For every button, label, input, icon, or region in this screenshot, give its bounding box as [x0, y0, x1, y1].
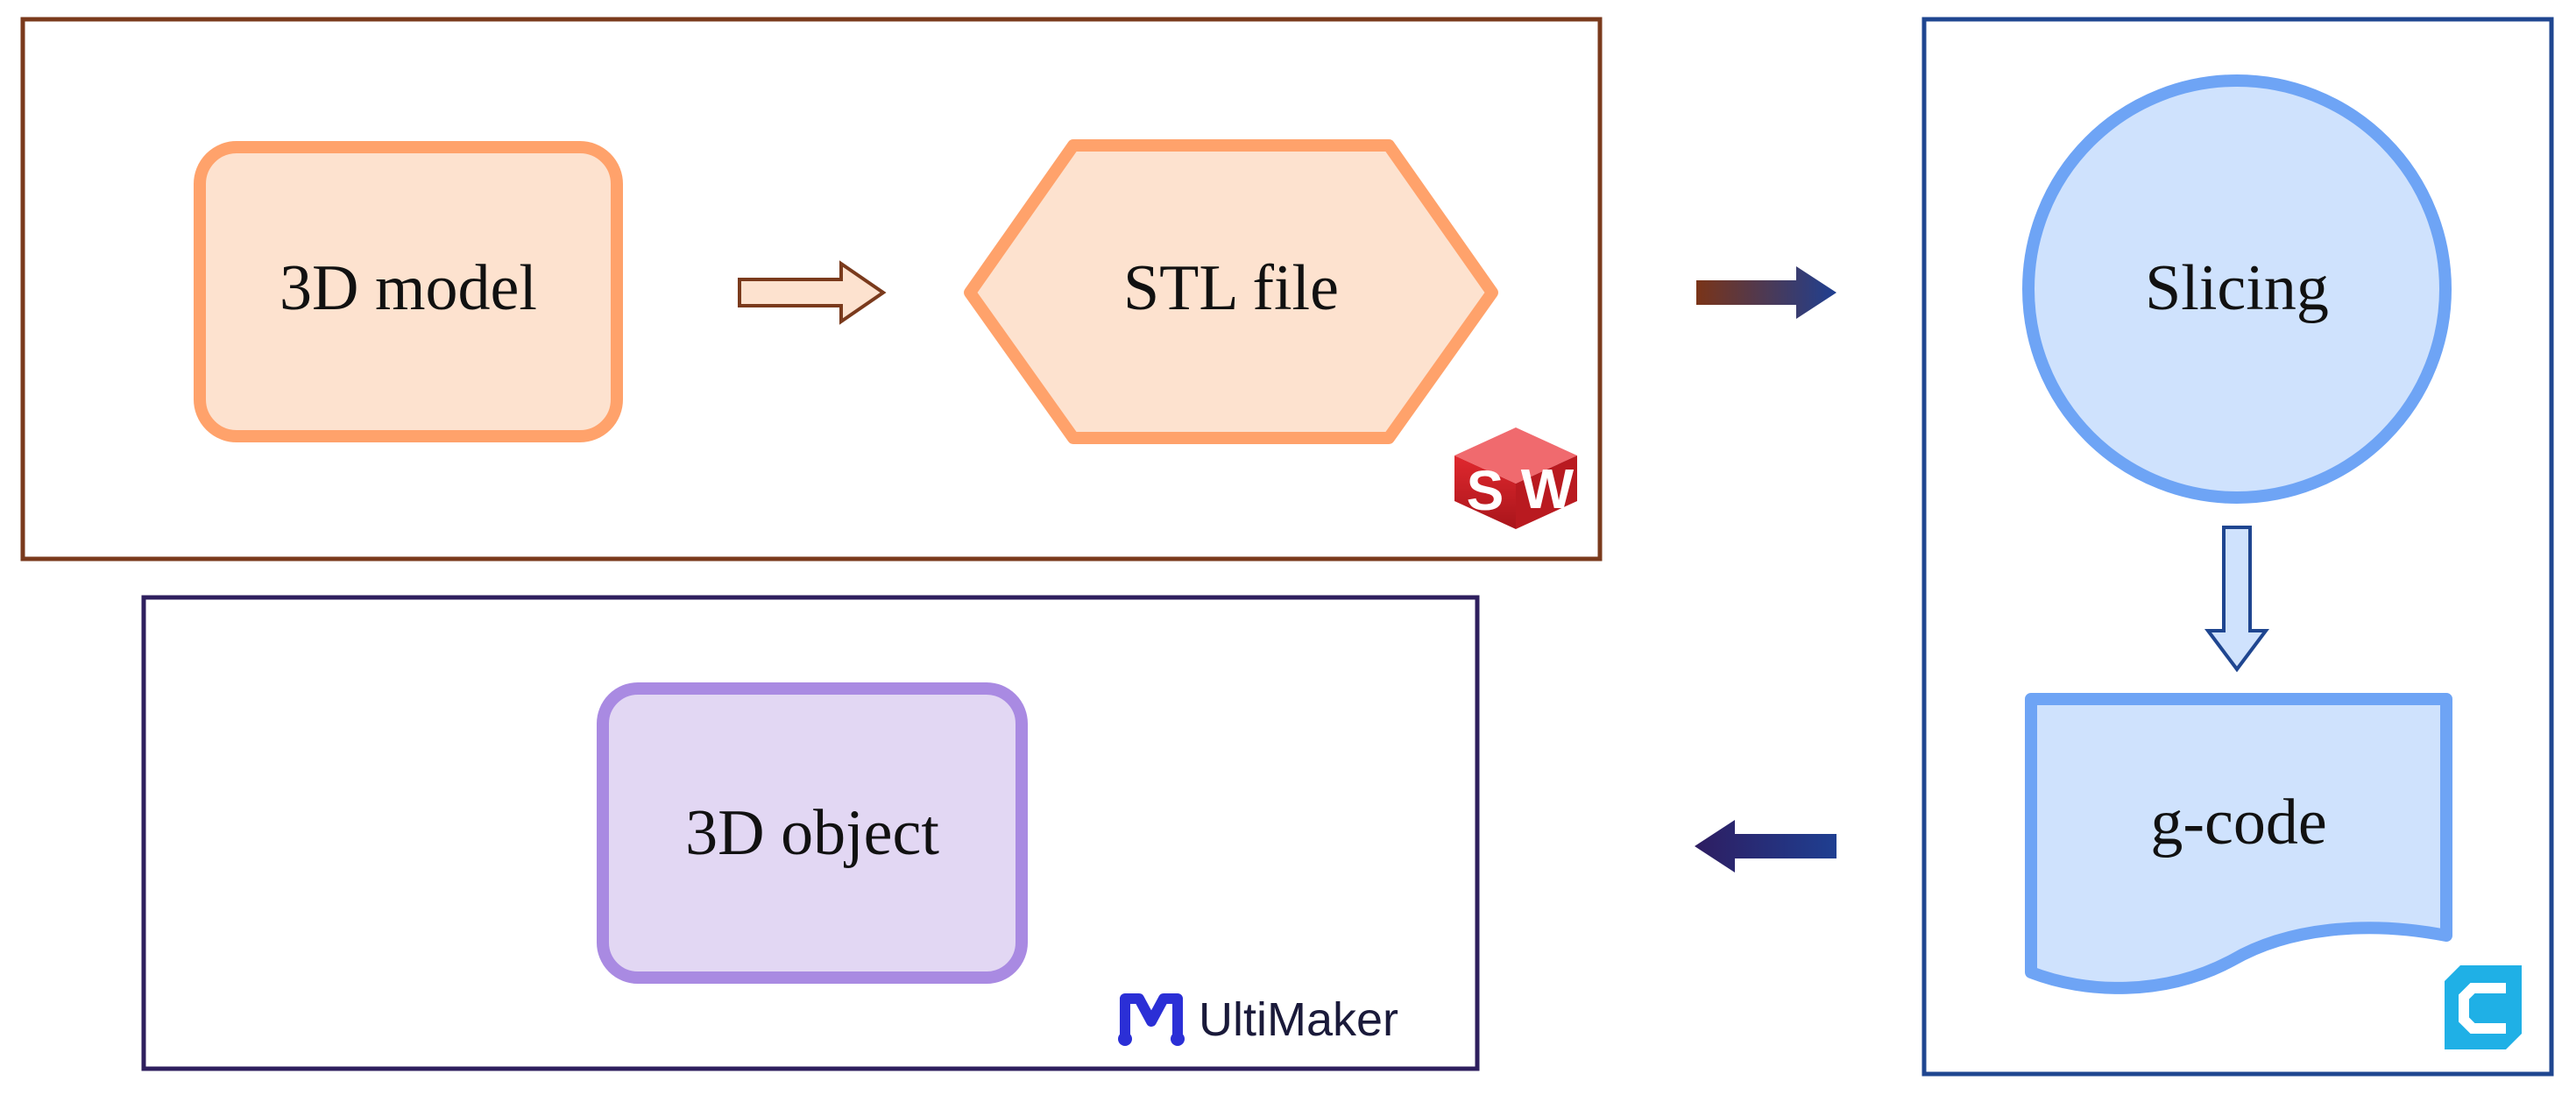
sw-cube-right — [1516, 456, 1577, 529]
slicer-frame — [1921, 17, 2554, 1077]
cad-frame — [20, 17, 1603, 562]
sw-letter-s: S — [1467, 459, 1504, 522]
gcode-label: g-code — [2150, 787, 2326, 858]
model-label: 3D model — [280, 252, 537, 324]
arrow-slicing-to-gcode — [2204, 526, 2269, 673]
model-node: 3D model — [194, 141, 623, 442]
cura-c-icon — [2459, 983, 2506, 1034]
sw-cube-left — [1454, 456, 1516, 529]
ultimaker-logo: UltiMaker — [1118, 993, 1398, 1046]
gcode-node: g-code — [2025, 693, 2452, 994]
solidworks-logo: S W — [1454, 427, 1577, 529]
slicing-node: Slicing — [2022, 74, 2452, 504]
object-label: 3D object — [685, 797, 939, 869]
cura-badge — [2445, 965, 2522, 1049]
stl-node: STL file — [964, 139, 1498, 444]
ultimaker-mark-icon — [1120, 993, 1183, 1044]
slicing-label: Slicing — [2145, 252, 2329, 324]
cura-logo — [2445, 965, 2522, 1049]
stl-hexagon — [964, 139, 1498, 444]
arrow-slicer-to-printer — [1695, 820, 1836, 872]
model-box — [194, 141, 623, 442]
object-box — [597, 682, 1028, 984]
stl-label: STL file — [1123, 252, 1339, 324]
gcode-document — [2025, 693, 2452, 994]
arrow-cad-to-slicer — [1696, 266, 1836, 319]
ultimaker-dot-left — [1118, 1032, 1132, 1046]
object-node: 3D object — [597, 682, 1028, 984]
sw-letter-w: W — [1521, 457, 1575, 520]
ultimaker-text: UltiMaker — [1199, 993, 1398, 1046]
arrow-model-to-stl — [738, 260, 887, 325]
printer-frame — [141, 595, 1480, 1071]
slicing-circle — [2022, 74, 2452, 504]
ultimaker-dot-right — [1171, 1032, 1185, 1046]
